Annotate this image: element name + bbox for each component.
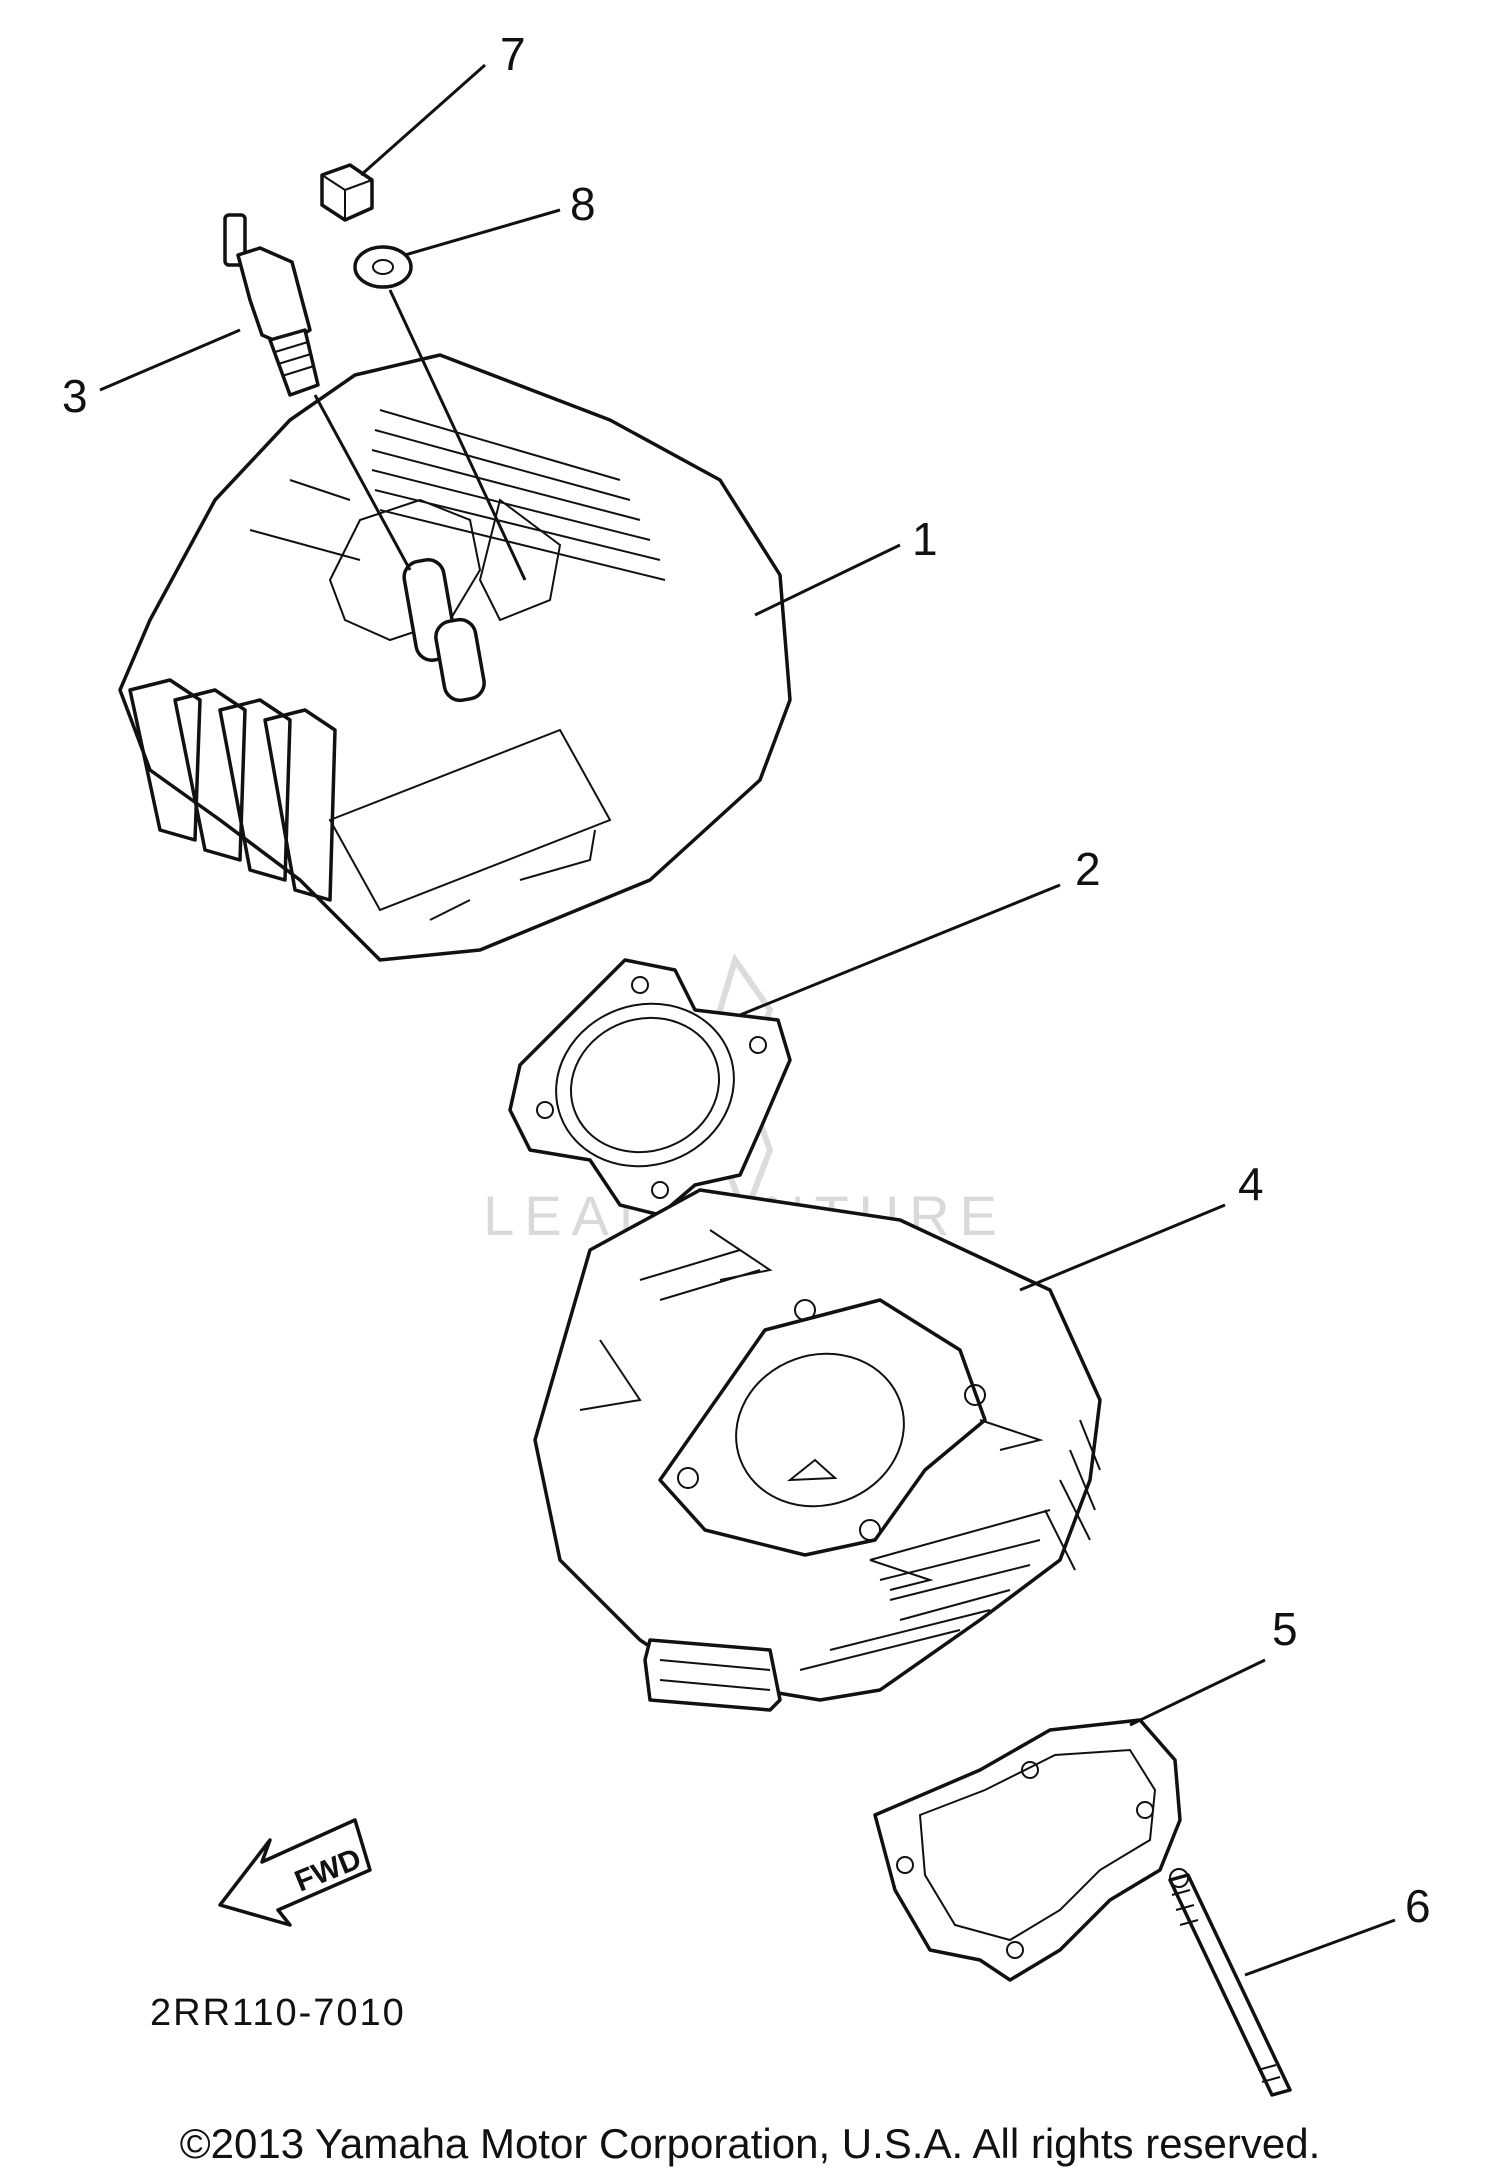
part-7-nut[interactable] <box>320 163 374 222</box>
leader-8-to-head <box>388 289 527 581</box>
leader-1 <box>754 543 901 617</box>
part-2-head-gasket[interactable] <box>508 958 792 1217</box>
part-4-cylinder[interactable] <box>533 1188 1102 1712</box>
leader-7 <box>360 63 486 177</box>
leader-3 <box>99 328 241 392</box>
fwd-arrow-icon: FWD <box>218 1818 372 1927</box>
copyright-text: ©2013 Yamaha Motor Corporation, U.S.A. A… <box>180 2120 1321 2167</box>
leader-5 <box>1129 1658 1266 1727</box>
part-5-base-gasket[interactable] <box>873 1718 1182 1982</box>
callout-5: 5 <box>1272 1603 1298 1655</box>
leader-2 <box>739 883 1061 1017</box>
part-3-spark-plug[interactable] <box>223 213 320 397</box>
callout-2: 2 <box>1075 843 1101 895</box>
callout-8: 8 <box>570 178 596 230</box>
leader-4 <box>1019 1203 1226 1292</box>
callout-3: 3 <box>62 370 88 422</box>
part-6-stud-bolt[interactable] <box>1168 1868 1292 2097</box>
leader-3-to-head <box>313 394 412 571</box>
callout-6: 6 <box>1405 1880 1431 1932</box>
part-8-washer[interactable] <box>353 245 413 289</box>
callout-4: 4 <box>1238 1158 1264 1210</box>
diagram-code: 2RR110-7010 <box>150 1992 406 2034</box>
callout-7: 7 <box>500 28 526 80</box>
callout-1: 1 <box>912 513 938 565</box>
part-1-cylinder-head[interactable] <box>118 353 792 962</box>
leader-8 <box>404 208 561 257</box>
leader-6 <box>1244 1918 1396 1977</box>
